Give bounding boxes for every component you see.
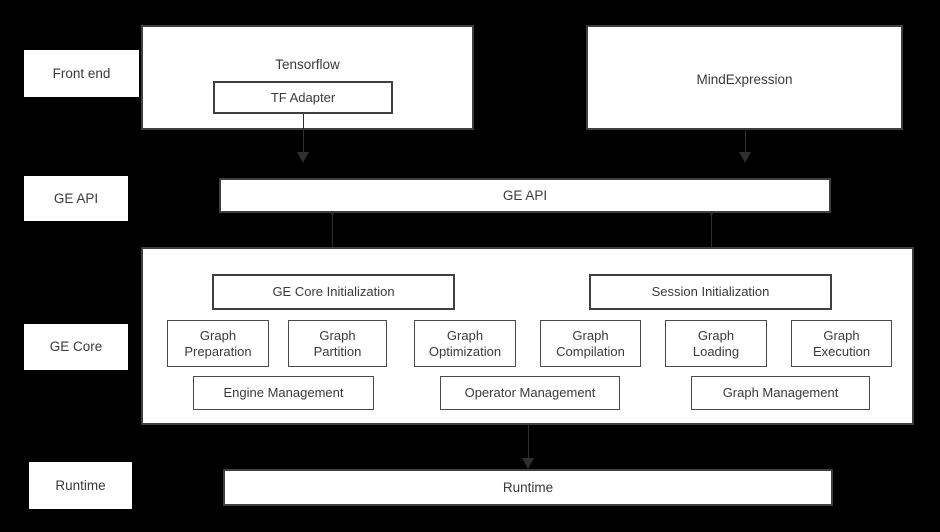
graph-partition-box[interactable]: Graph Partition <box>288 320 387 367</box>
mindexpression-title: MindExpression <box>696 72 793 87</box>
graph-loading-box[interactable]: Graph Loading <box>665 320 767 367</box>
arrowhead-tf-adapter-to-ge-api <box>297 152 309 163</box>
operator-management-box[interactable]: Operator Management <box>440 376 620 410</box>
graph-execution-box[interactable]: Graph Execution <box>791 320 892 367</box>
engine-management-label: Engine Management <box>223 385 344 401</box>
arrowhead-mindexpression-to-ge-api <box>739 152 751 163</box>
graph-execution-line2: Execution <box>812 343 871 359</box>
graph-partition-line2: Partition <box>313 343 362 359</box>
tensorflow-container: Tensorflow <box>141 25 474 130</box>
session-initialization-box[interactable]: Session Initialization <box>589 274 832 310</box>
connector-ge-api-to-session-init <box>711 213 712 259</box>
graph-compilation-line2: Compilation <box>556 343 625 359</box>
stage-label-runtime-text: Runtime <box>55 477 106 493</box>
stage-label-front-end: Front end <box>24 50 139 97</box>
ge-core-initialization-label: GE Core Initialization <box>272 284 395 300</box>
runtime-bar[interactable]: Runtime <box>223 469 833 506</box>
ge-core-initialization-box[interactable]: GE Core Initialization <box>212 274 455 310</box>
graph-optimization-line1: Graph <box>446 328 484 344</box>
ge-api-bar-label: GE API <box>502 187 548 203</box>
engine-management-box[interactable]: Engine Management <box>193 376 374 410</box>
graph-management-box[interactable]: Graph Management <box>691 376 870 410</box>
graph-optimization-line2: Optimization <box>428 343 502 359</box>
tf-adapter-label: TF Adapter <box>270 89 336 105</box>
arrowhead-ge-core-to-runtime <box>522 458 534 469</box>
graph-preparation-box[interactable]: Graph Preparation <box>167 320 269 367</box>
graph-loading-line2: Loading <box>692 343 740 359</box>
graph-preparation-line1: Graph <box>199 328 237 344</box>
mindexpression-container: MindExpression <box>586 25 903 130</box>
connector-mindexpression-to-ge-api <box>745 130 746 152</box>
graph-management-label: Graph Management <box>722 385 839 401</box>
connector-tf-adapter-to-ge-api <box>303 114 304 152</box>
stage-label-ge-core: GE Core <box>24 324 128 370</box>
session-initialization-label: Session Initialization <box>651 284 770 300</box>
runtime-bar-label: Runtime <box>502 479 554 495</box>
stage-label-ge-api-text: GE API <box>53 190 99 206</box>
graph-compilation-box[interactable]: Graph Compilation <box>540 320 641 367</box>
stage-label-ge-core-text: GE Core <box>49 339 103 355</box>
graph-preparation-line2: Preparation <box>184 343 252 359</box>
stage-label-runtime: Runtime <box>29 462 132 509</box>
ge-api-bar[interactable]: GE API <box>219 178 831 213</box>
graph-execution-line1: Graph <box>823 328 860 344</box>
connector-ge-api-to-ge-core-init <box>332 213 333 259</box>
tf-adapter-box[interactable]: TF Adapter <box>213 81 393 114</box>
graph-partition-line1: Graph <box>319 328 356 344</box>
stage-label-front-end-text: Front end <box>52 65 111 81</box>
graph-optimization-box[interactable]: Graph Optimization <box>414 320 516 367</box>
graph-loading-line1: Graph <box>697 328 735 344</box>
connector-ge-core-to-runtime <box>528 425 529 458</box>
graph-compilation-line1: Graph <box>572 328 609 344</box>
stage-label-ge-api: GE API <box>24 176 128 221</box>
tensorflow-title: Tensorflow <box>275 57 340 72</box>
operator-management-label: Operator Management <box>464 385 596 401</box>
